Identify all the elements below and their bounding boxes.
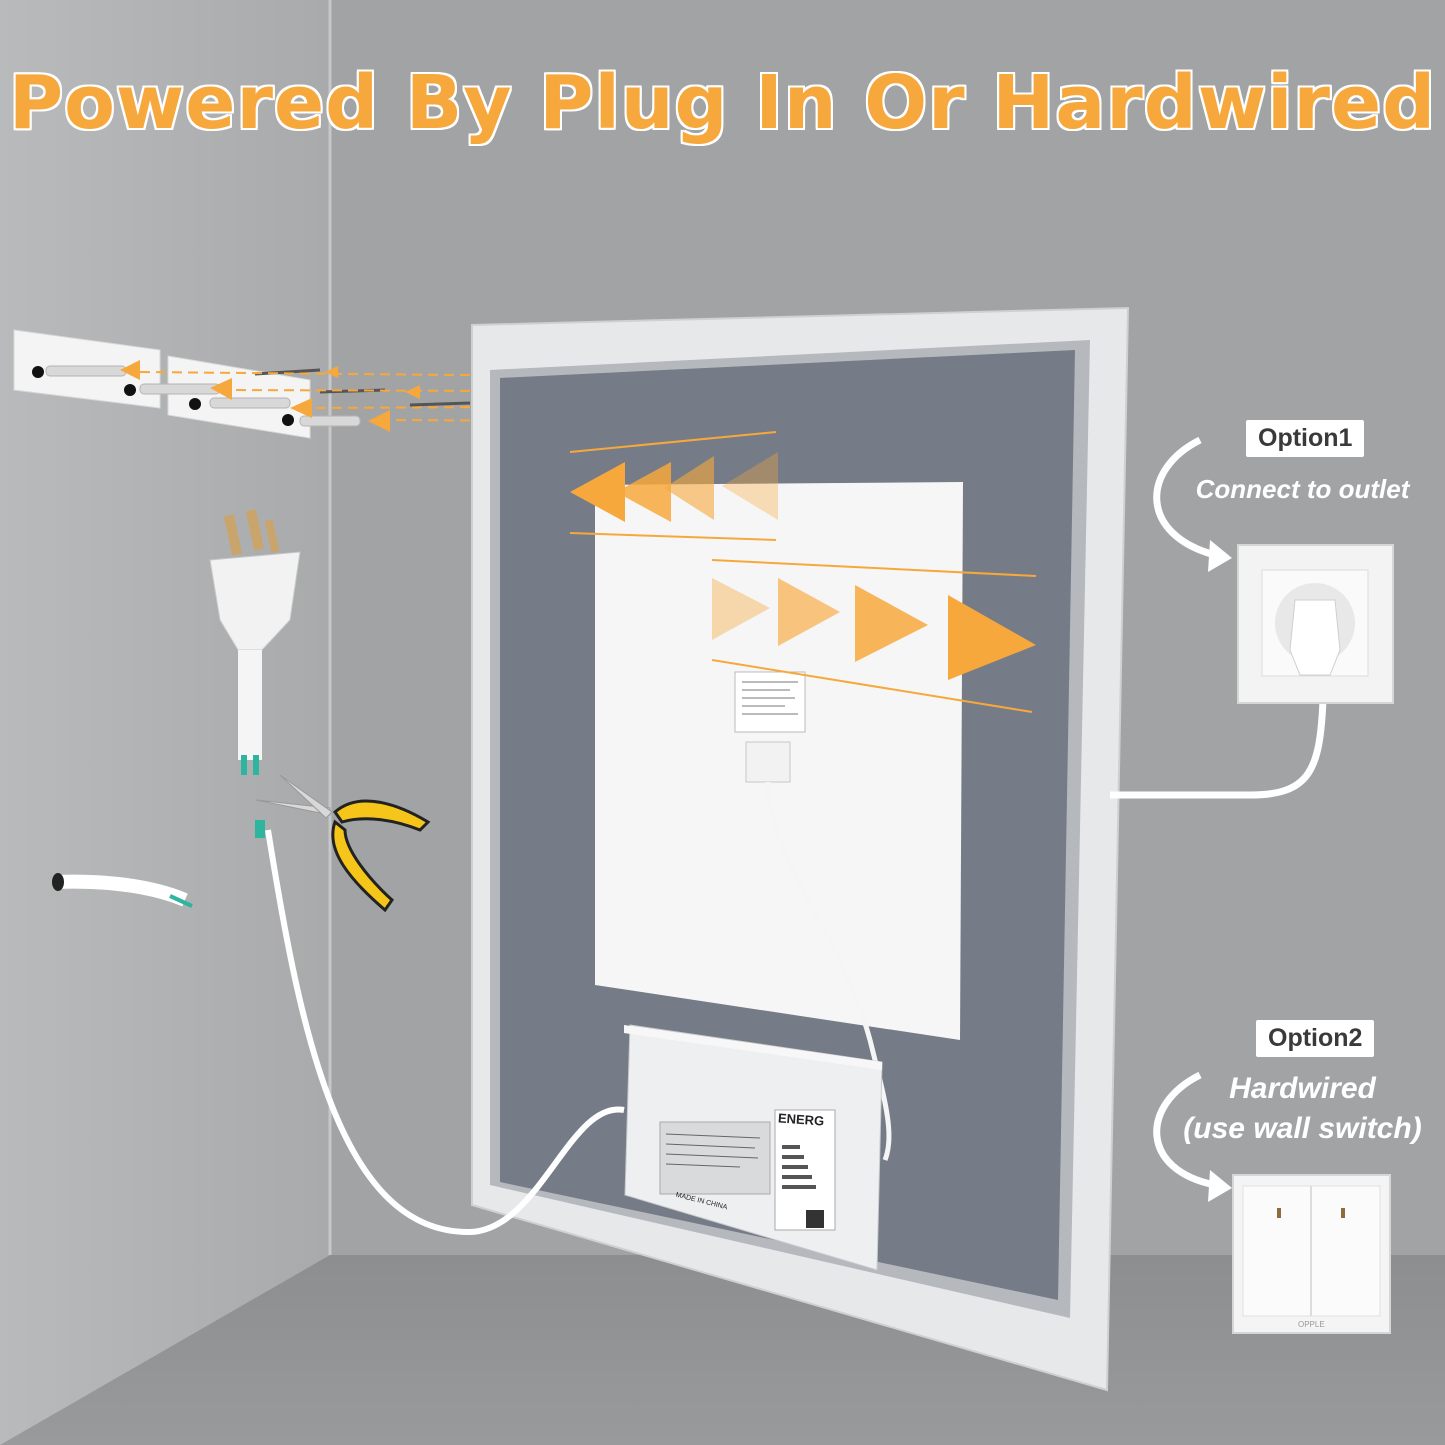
- motion-arrows-left: [569, 431, 778, 541]
- cut-wire-end: [255, 820, 265, 838]
- energy-label: [774, 1109, 836, 1231]
- wire-cutter-icon: [255, 774, 431, 913]
- touch-sensor: [745, 741, 791, 783]
- driver-box: [624, 1024, 883, 1271]
- driver-brand-label: ENERG: [777, 1110, 825, 1129]
- option1-curved-arrow: [1153, 436, 1216, 559]
- option2-description-line1: Hardwired: [1229, 1072, 1376, 1105]
- option1-badge: Option1: [1246, 420, 1365, 457]
- motion-arrows-right: [711, 559, 1037, 713]
- wall-outlet: [1237, 544, 1394, 704]
- headline: Powered By Plug In Or Hardwired: [8, 60, 1437, 146]
- hardwire-cable: [265, 829, 625, 1236]
- option2-description-line2: (use wall switch): [1183, 1112, 1422, 1145]
- option2-curved-arrow: [1153, 1071, 1216, 1189]
- power-plug: [209, 509, 301, 775]
- defogger-label: [734, 671, 806, 733]
- side-wall: [0, 0, 330, 1445]
- loose-cable-piece: [52, 873, 193, 908]
- option1-description: Connect to outlet: [1195, 474, 1410, 504]
- outlet-cable: [1110, 699, 1327, 799]
- qr-code: [806, 1210, 824, 1228]
- internal-cable: [765, 781, 892, 1161]
- mounting-bracket-right: [167, 355, 311, 439]
- switch-brand-label: OPPLE: [1298, 1320, 1325, 1329]
- option2-badge: Option2: [1256, 1020, 1375, 1057]
- wall-switch: [1232, 1174, 1391, 1334]
